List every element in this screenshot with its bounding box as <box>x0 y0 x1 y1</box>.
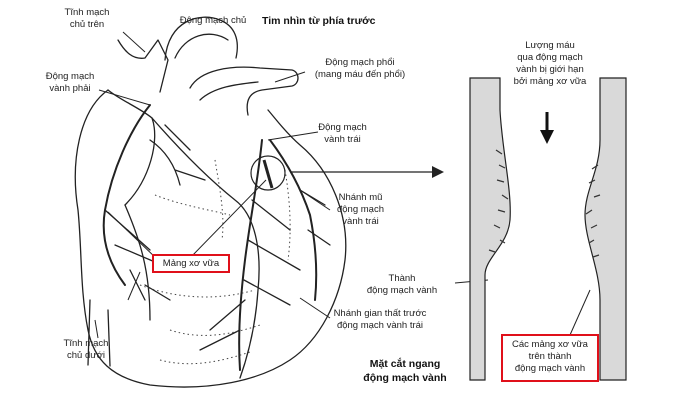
label-plaques-on-wall: Các mảng xơ vữa trên thành động mạch vàn… <box>501 334 599 382</box>
label-right-coronary-artery: Động mạch vành phải <box>45 71 95 94</box>
artery-cross-section <box>469 77 627 381</box>
left-anterior-descending <box>238 139 263 371</box>
aorta <box>164 16 238 61</box>
label-artery-wall: Thành động mạch vành <box>366 273 438 296</box>
inferior-vena-cava <box>87 299 111 367</box>
label-aorta: Động mạch chủ <box>179 15 247 26</box>
magnifier-circle <box>250 155 286 191</box>
pulmonary-artery <box>189 66 299 116</box>
label-plaque: Mảng xơ vữa <box>152 254 230 273</box>
label-inferior-vena-cava: Tĩnh mạch chủ dưới <box>63 338 109 361</box>
label-limited-blood-flow: Lượng máu qua động mạch vành bị giới hạn… <box>513 40 587 87</box>
label-left-coronary-artery: Động mạch vành trái <box>318 122 367 145</box>
left-circumflex <box>269 139 318 301</box>
label-superior-vena-cava: Tĩnh mạch chủ trên <box>64 7 110 30</box>
label-cross-section: Mặt cắt ngang động mạch vành <box>363 358 447 384</box>
label-pulmonary-artery: Động mạch phổi (mang máu đến phổi) <box>314 57 406 80</box>
label-circumflex-branch: Nhánh mũ động mạch vành trái <box>336 192 384 227</box>
superior-vena-cava <box>117 39 169 93</box>
heart-outline <box>74 89 347 388</box>
label-front-view: Tim nhìn từ phía trước <box>262 15 376 27</box>
label-lad-branch: Nhánh gian thất trước động mạch vành trá… <box>333 308 427 331</box>
